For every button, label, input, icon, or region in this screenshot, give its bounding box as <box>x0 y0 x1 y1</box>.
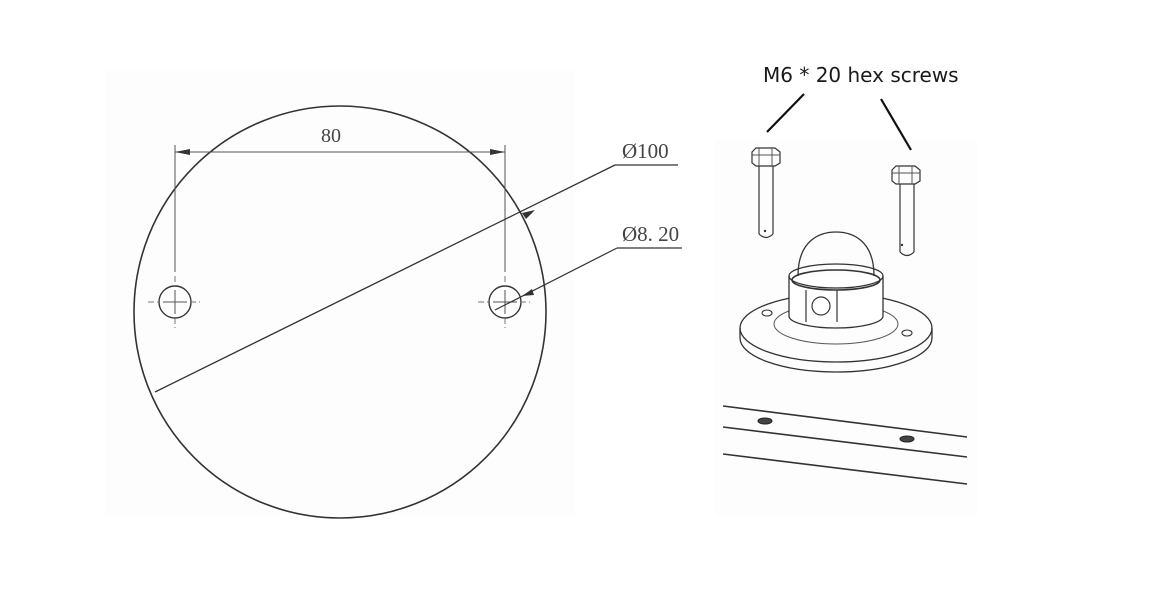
label-hole-diameter: Ø8. 20 <box>622 222 679 246</box>
hex-screw-right-icon <box>891 165 921 257</box>
mounting-rail-icon <box>722 405 968 485</box>
arrowhead-left-icon <box>175 149 190 155</box>
outer-circle-outline <box>133 105 547 519</box>
callout-leader-right <box>880 98 912 151</box>
dimension-label-hole-spacing: 80 <box>321 125 341 147</box>
leader-arrowhead-icon <box>522 210 535 219</box>
callout-hex-screws: M6 * 20 hex screws <box>763 63 959 87</box>
hole-leader-line <box>494 247 618 311</box>
hole-leader-arrowhead-icon <box>522 289 534 296</box>
callout-leader-left <box>766 93 805 133</box>
mounting-hole-template: 80 Ø100 Ø8. 20 <box>133 105 682 519</box>
label-outer-diameter: Ø100 <box>622 139 669 163</box>
exploded-assembly-view: M6 * 20 hex screws <box>722 63 968 485</box>
mounting-hole-right <box>478 276 533 330</box>
diameter-leader-line <box>154 164 616 393</box>
dome-sensor-base-icon <box>739 231 933 373</box>
arrowhead-right-icon <box>490 149 505 155</box>
left-panel-background <box>105 70 575 515</box>
mounting-hole-left <box>148 276 203 330</box>
hex-screw-left-icon <box>751 147 781 239</box>
